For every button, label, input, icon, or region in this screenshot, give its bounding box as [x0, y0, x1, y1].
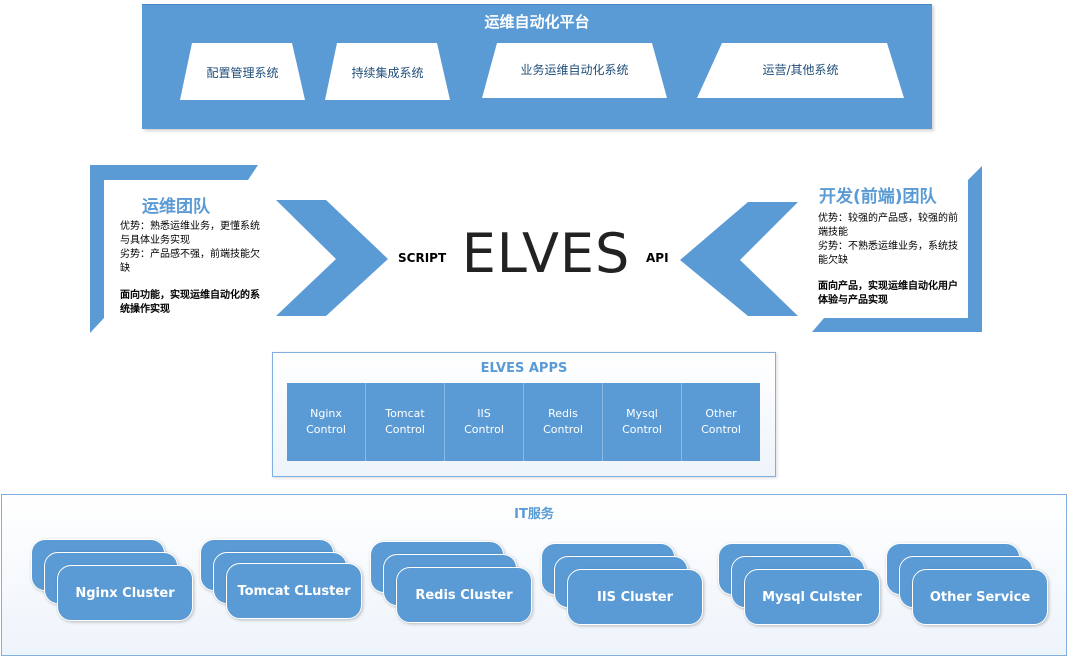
app-redis-control: Redis Control	[524, 383, 603, 461]
app-other-label: Other Control	[701, 407, 741, 436]
iis-cluster-label: IIS Cluster	[597, 589, 673, 605]
tomcat-cluster-card: Tomcat CLuster	[226, 563, 362, 619]
platform-system-shapes	[180, 43, 904, 100]
system-config-label: 配置管理系统	[206, 66, 279, 80]
system-shape-config	[180, 43, 305, 100]
nginx-cluster-card: Nginx Cluster	[57, 565, 193, 621]
elves-apps-panel: ELVES APPS Nginx Control Tomcat Control …	[272, 352, 776, 477]
app-nginx-control: Nginx Control	[287, 383, 366, 461]
system-shape-business	[482, 43, 667, 98]
nginx-cluster-label: Nginx Cluster	[75, 585, 175, 601]
it-services-title: IT服务	[514, 507, 554, 522]
dev-team-goal: 面向产品，实现运维自动化用户体验与产品实现	[818, 281, 958, 306]
automation-platform-panel: 运维自动化平台 配置管理系统 持续集成系统 业务运维自动化系统 运营/其他系统	[142, 4, 932, 129]
app-nginx-label: Nginx Control	[306, 407, 346, 436]
app-tomcat-control: Tomcat Control	[366, 383, 445, 461]
dev-team-title: 开发(前端)团队	[819, 187, 937, 207]
dev-team-strengths: 优势：较强的产品感，较强的前端技能	[818, 213, 958, 238]
system-operations-label: 运营/其他系统	[762, 63, 839, 77]
ops-team-goal: 面向功能，实现运维自动化的系统操作实现	[120, 290, 260, 315]
app-mysql-control: Mysql Control	[603, 383, 682, 461]
app-iis-label: IIS Control	[464, 407, 504, 436]
other-service-card: Other Service	[912, 569, 1048, 625]
mysql-cluster-card: Mysql Culster	[744, 569, 880, 625]
api-tag: API	[646, 251, 669, 265]
system-ci-label: 持续集成系统	[351, 66, 424, 80]
it-services-panel: IT服务 Nginx Cluster Tomcat CLuster Redis …	[1, 494, 1067, 656]
elves-apps-title: ELVES APPS	[480, 361, 568, 376]
redis-cluster-label: Redis Cluster	[415, 587, 513, 603]
team-frames-and-arrows	[90, 165, 982, 333]
ops-team-strengths: 优势：熟悉运维业务，更懂系统与具体业务实现	[120, 221, 260, 246]
left-chevron-arrow	[276, 200, 388, 316]
ops-team-weaknesses: 劣势：产品感不强，前端技能欠缺	[120, 249, 260, 274]
system-shape-operations	[697, 43, 904, 98]
dev-team-weaknesses: 劣势：不熟悉运维业务，系统技能欠缺	[818, 241, 958, 266]
app-iis-control: IIS Control	[445, 383, 524, 461]
elves-logo: ELVES	[461, 222, 631, 285]
redis-cluster-card: Redis Cluster	[396, 567, 532, 623]
mysql-cluster-label: Mysql Culster	[762, 589, 862, 605]
app-redis-label: Redis Control	[543, 407, 583, 436]
app-mysql-label: Mysql Control	[622, 407, 662, 436]
script-tag: SCRIPT	[398, 251, 447, 265]
tomcat-cluster-label: Tomcat CLuster	[237, 583, 351, 599]
app-other-control: Other Control	[682, 383, 760, 461]
system-business-label: 业务运维自动化系统	[520, 63, 629, 77]
app-tomcat-label: Tomcat Control	[385, 407, 425, 436]
other-service-label: Other Service	[929, 589, 1031, 605]
platform-title: 运维自动化平台	[484, 13, 590, 31]
ops-team-title: 运维团队	[142, 197, 210, 217]
right-chevron-arrow	[680, 202, 798, 316]
iis-cluster-card: IIS Cluster	[567, 569, 703, 625]
system-shape-ci	[325, 43, 450, 100]
